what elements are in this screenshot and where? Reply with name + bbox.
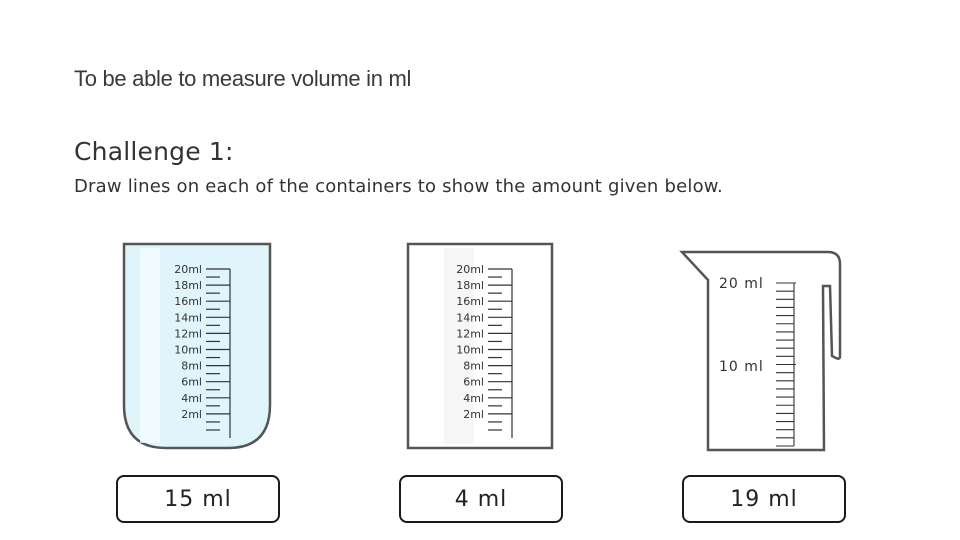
target-amount-box-1: 15 ml: [116, 475, 280, 523]
scale-label: 20ml: [174, 263, 202, 276]
rect-container-highlight: [444, 248, 474, 444]
scale-label: 10ml: [456, 344, 484, 357]
challenge-title: Challenge 1:: [74, 137, 234, 166]
target-amount-2: 4 ml: [454, 486, 508, 512]
scale-label: 18ml: [456, 279, 484, 292]
scale-label: 14ml: [456, 311, 484, 324]
jug-label-10: 10 ml: [719, 359, 764, 375]
learning-objective: To be able to measure volume in ml: [74, 66, 412, 91]
beaker-scale: 20ml 18ml 16ml 14ml 12ml 10ml 8ml 6ml 4ml 2ml: [174, 263, 231, 438]
scale-label: 12ml: [456, 327, 484, 340]
challenge-instruction: Draw lines on each of the containers to …: [74, 176, 723, 197]
jug-outline: [679, 250, 842, 452]
target-amount-1: 15 ml: [164, 486, 232, 512]
scale-label: 2ml: [463, 408, 484, 421]
beaker-outline: [122, 242, 272, 450]
measuring-jug[interactable]: 20 ml 10 ml: [678, 246, 848, 452]
scale-label: 20ml: [456, 263, 484, 276]
scale-label: 8ml: [181, 360, 202, 373]
scale-label: 4ml: [181, 392, 202, 405]
target-amount-box-3: 19 ml: [682, 475, 846, 523]
scale-label: 16ml: [456, 295, 484, 308]
jug-scale: [776, 282, 796, 447]
scale-label: 6ml: [463, 376, 484, 389]
scale-label: 12ml: [174, 327, 202, 340]
target-amount-box-2: 4 ml: [399, 475, 563, 523]
scale-label: 18ml: [174, 279, 202, 292]
scale-label: 2ml: [181, 408, 202, 421]
scale-label: 14ml: [174, 311, 202, 324]
scale-label: 8ml: [463, 360, 484, 373]
scale-label: 10ml: [174, 344, 202, 357]
rect-container-scale: 20ml 18ml 16ml 14ml 12ml 10ml 8ml 6ml 4ml 2ml: [456, 263, 513, 438]
beaker-highlight: [140, 248, 160, 443]
beaker-container[interactable]: 20ml 18ml 16ml 14ml 12ml 10ml 8ml 6ml 4ml 2ml: [118, 240, 276, 455]
scale-label: 4ml: [463, 392, 484, 405]
scale-label: 6ml: [181, 376, 202, 389]
rectangular-container[interactable]: 20ml 18ml 16ml 14ml 12ml 10ml 8ml 6ml 4ml 2ml: [404, 240, 556, 452]
jug-label-20: 20 ml: [719, 276, 764, 292]
scale-label: 16ml: [174, 295, 202, 308]
target-amount-3: 19 ml: [730, 486, 798, 512]
